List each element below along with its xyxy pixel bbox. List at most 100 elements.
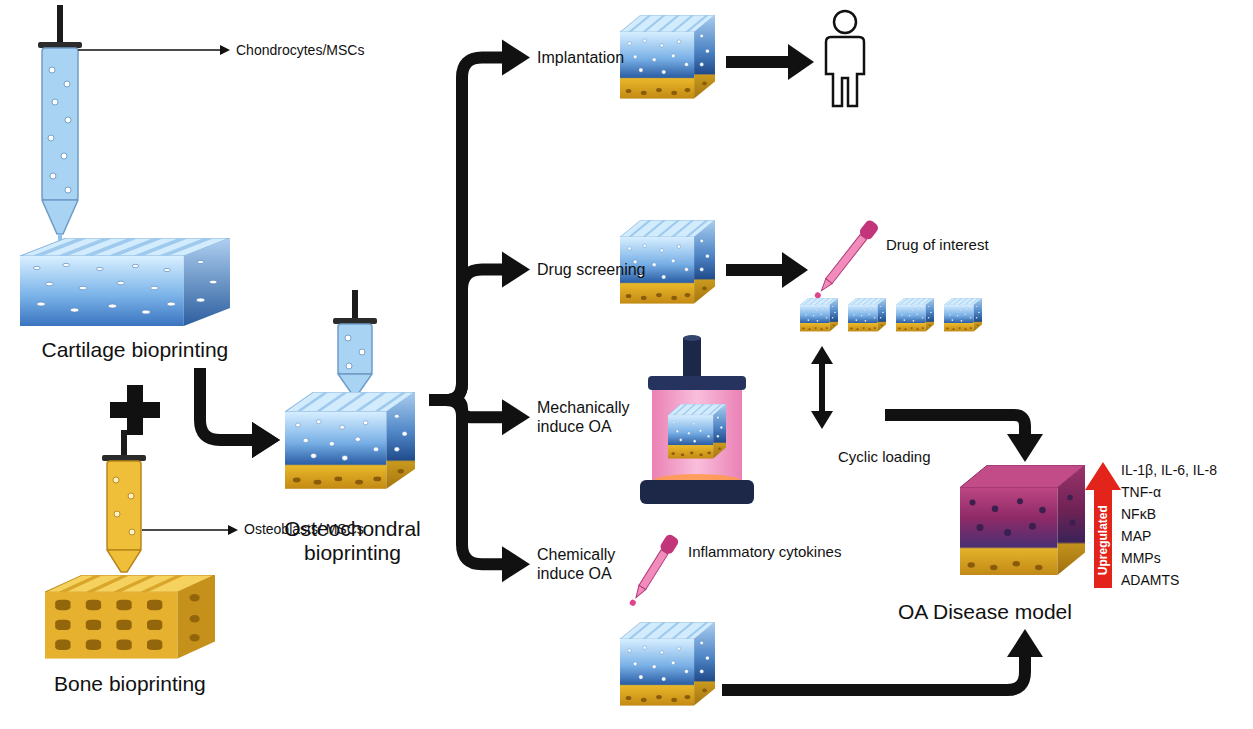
cartilage-syringe-part — [38, 42, 82, 48]
leader-line-part — [228, 525, 238, 535]
cartilage-syringe-part — [42, 48, 78, 200]
osteochondral-syringe-part — [338, 324, 372, 374]
mini-block — [896, 298, 934, 331]
arrow-shaft — [220, 434, 255, 446]
thick-arrow-part — [726, 56, 792, 68]
arrow-head — [1007, 434, 1043, 462]
osteochondral-block — [620, 15, 715, 99]
bone-syringe-part — [121, 430, 127, 458]
cartilage-syringe-part-part — [64, 81, 70, 87]
cartilage-syringe-part — [48, 67, 71, 193]
diagram-node: Bone bioprinting — [40, 430, 220, 701]
annotation-label: Chondrocytes/MSCs — [236, 42, 364, 59]
osteochondral-block — [285, 392, 415, 489]
mini-block — [944, 298, 982, 331]
double-arrow-part — [811, 346, 833, 364]
arrow-head — [502, 40, 530, 76]
bone-syringe-part — [113, 477, 135, 535]
vertical-label: Upregulated — [1096, 505, 1110, 575]
diagram-node: Mechanically induce OA — [530, 340, 885, 515]
pipette-part — [629, 599, 637, 607]
annotation-label: NFκB — [1121, 506, 1156, 523]
mini-block — [848, 298, 886, 331]
diagram-node: Chemically induce OA — [530, 540, 722, 720]
cartilage-syringe-part-part — [65, 117, 71, 123]
thick-arrow-part — [726, 264, 786, 276]
flow-arrow — [722, 629, 1043, 690]
node-label: Mechanically induce OA — [537, 398, 645, 436]
pipette — [810, 219, 880, 302]
bone-syringe-part-part — [113, 477, 119, 483]
cartilage-syringe-part-part — [61, 153, 67, 159]
annotation-label: ADAMTS — [1121, 572, 1179, 589]
loading-device — [640, 335, 754, 504]
cartilage-syringe-part-part — [50, 173, 56, 179]
loading-device-part — [652, 390, 742, 482]
annotation-label: MAP — [1121, 528, 1151, 545]
loading-device-part — [683, 335, 701, 341]
thick-arrow — [726, 252, 808, 288]
pipette-part — [818, 279, 832, 293]
leader-line-part — [220, 45, 230, 55]
plus-sign-part — [127, 385, 143, 435]
cartilage-block — [20, 238, 230, 326]
leader-line — [142, 525, 238, 535]
cartilage-syringe-part-part — [65, 187, 71, 193]
flow-arrow — [429, 40, 530, 400]
annotation-label: IL-1β, IL-6, IL-8 — [1121, 462, 1217, 479]
node-label: Bone bioprinting — [54, 672, 206, 696]
diagram-node: OA Disease model — [885, 462, 1085, 629]
node-label: Chemically induce OA — [537, 545, 629, 583]
diagram-node: Cartilage bioprinting — [15, 230, 255, 368]
person-icon — [826, 11, 864, 106]
arrow-shaft — [429, 400, 505, 564]
pipette-part — [639, 550, 668, 590]
bone-syringe-part-part — [114, 511, 120, 517]
annotation-label: Osteoblasts/ MSCs — [244, 521, 364, 538]
arrow-shaft — [429, 58, 505, 400]
loading-device-part — [668, 404, 726, 459]
cartilage-syringe-part-part — [48, 135, 54, 141]
bone-syringe-part — [107, 550, 141, 572]
node-label: Drug screening — [537, 260, 646, 279]
osteochondral-syringe-part-part — [345, 335, 351, 341]
osteochondral-syringe-part — [352, 290, 358, 320]
osteochondral-syringe — [333, 290, 377, 394]
person-icon-part — [834, 11, 856, 33]
osteochondral-syringe-part-part — [346, 363, 352, 369]
thick-arrow-part — [788, 44, 814, 80]
double-arrow-part — [811, 411, 833, 429]
double-arrow-part — [819, 360, 825, 415]
flow-arrow — [200, 368, 280, 458]
arrow-head — [1007, 629, 1043, 657]
pipette-part — [826, 235, 867, 284]
thick-arrow-part — [782, 252, 808, 288]
arrow-shaft — [200, 368, 255, 440]
annotation-label: TNF-α — [1121, 484, 1161, 501]
annotation-label: MMPs — [1121, 550, 1161, 567]
annotation-label: Inflammatory cytokines — [688, 543, 841, 561]
annotation-label: Cyclic loading — [838, 448, 931, 466]
arrow-head — [252, 422, 280, 458]
upregulation-arrow-part — [1085, 462, 1121, 490]
node-label: OA Disease model — [898, 600, 1072, 624]
bone-syringe-part-part — [129, 529, 135, 535]
arrow-shaft — [429, 270, 505, 400]
thick-arrow — [726, 44, 814, 80]
leader-line — [78, 45, 230, 55]
arrow-shaft — [885, 415, 1025, 437]
pipette-part — [633, 585, 646, 599]
double-arrow — [811, 346, 833, 429]
bone-syringe-part — [107, 461, 141, 550]
person-icon-part — [826, 37, 864, 106]
upregulation-arrow-part — [1094, 488, 1112, 588]
mini-block — [800, 298, 838, 331]
cartilage-syringe-part — [57, 5, 63, 45]
cartilage-syringe-part-part — [49, 67, 55, 73]
node-label: Cartilage bioprinting — [42, 338, 229, 362]
arrow-shaft — [722, 654, 1025, 690]
leader-line-part — [142, 529, 230, 531]
annotation-label: Drug of interest — [886, 236, 989, 254]
loading-device-part — [683, 338, 701, 378]
